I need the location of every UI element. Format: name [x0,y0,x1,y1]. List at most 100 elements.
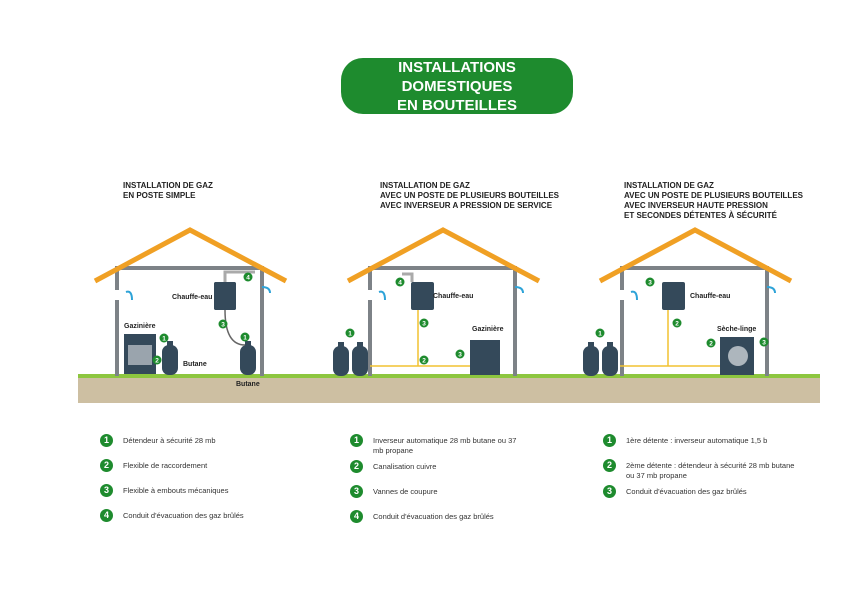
gas-bottle [602,342,618,376]
label-bottle-2: Butane [236,381,260,388]
svg-text:1: 1 [243,335,247,342]
gas-bottle [352,342,368,376]
label-heater-2: Chauffe-eau [433,293,473,300]
legend-item: 2 Canalisation cuivre [350,460,520,473]
svg-text:1: 1 [162,336,166,343]
number-badge: 1 [350,434,363,447]
svg-text:2: 2 [709,341,713,348]
number-badge: 2 [100,459,113,472]
number-badge: 3 [455,349,465,359]
main-title: INSTALLATIONS DOMESTIQUES EN BOUTEILLES [341,58,573,114]
legend-text: Inverseur automatique 28 mb butane ou 37… [373,436,517,455]
legend-item: 2 Flexible de raccordement [100,459,320,472]
gas-bottle [333,342,349,376]
house-1-title: INSTALLATION DE GAZ EN POSTE SIMPLE [123,181,213,201]
number-badge: 3 [419,318,429,328]
legend-text: Conduit d'évacuation des gaz brûlés [123,511,244,520]
house-title-line: AVEC UN POSTE DE PLUSIEURS BOUTEILLES [624,191,803,200]
house-title-line: EN POSTE SIMPLE [123,191,196,200]
legend-text: Flexible à embouts mécaniques [123,486,229,495]
air-arrow-icon [514,286,524,294]
house-2-title: INSTALLATION DE GAZ AVEC UN POSTE DE PLU… [380,181,559,211]
legend-text: Détendeur à sécurité 28 mb [123,436,216,445]
number-badge: 2 [603,459,616,472]
gas-bottle [162,341,178,375]
gas-bottle [583,342,599,376]
number-badge: 3 [350,485,363,498]
number-badge: 3 [759,337,769,347]
number-badge: 1 [345,328,355,338]
label-appliance-2: Gazinière [472,326,504,333]
svg-text:2: 2 [155,358,159,365]
legend-text: 1ère détente : inverseur automatique 1,5… [626,436,768,445]
svg-text:3: 3 [762,340,766,347]
water-heater [412,282,434,310]
number-badge: 1 [595,328,605,338]
title-line-1: INSTALLATIONS DOMESTIQUES [398,58,516,95]
house-title-line: INSTALLATION DE GAZ [380,181,470,190]
svg-text:4: 4 [398,280,402,287]
gas-stove [470,340,500,375]
ground [78,374,820,378]
house-3 [598,227,793,376]
legend-item: 4 Conduit d'évacuation des gaz brûlés [350,510,520,523]
title-line-2: EN BOUTEILLES [396,96,517,114]
legend-text: Vannes de coupure [373,487,438,496]
legend-item: 2 2ème détente : détendeur à sécurité 28 … [603,459,803,481]
house-1 [93,227,288,376]
number-badge: 3 [218,319,228,329]
legend-text: Canalisation cuivre [373,462,437,471]
house-3-title: INSTALLATION DE GAZ AVEC UN POSTE DE PLU… [624,181,803,221]
number-badge: 3 [100,484,113,497]
label-bottle-1: Butane [183,361,207,368]
svg-text:2: 2 [675,321,679,328]
house-title-line: AVEC INVERSEUR HAUTE PRESSION [624,201,768,210]
air-arrow-icon [630,290,638,301]
number-badge: 4 [350,510,363,523]
number-badge: 4 [395,277,405,287]
number-badge: 4 [243,272,253,282]
legend-text: Conduit d'évacuation des gaz brûlés [373,512,494,521]
house-title-line: AVEC UN POSTE DE PLUSIEURS BOUTEILLES [380,191,559,200]
air-arrow-icon [378,290,386,301]
label-heater-1: Chauffe-eau [172,294,212,301]
legend-text: 2ème détente : détendeur à sécurité 28 m… [626,461,795,480]
svg-text:3: 3 [422,321,426,328]
svg-text:2: 2 [422,358,426,365]
svg-text:3: 3 [458,352,462,359]
svg-text:1: 1 [348,331,352,338]
legend-text: Flexible de raccordement [123,461,208,470]
air-arrow-icon [261,286,271,294]
legend-item: 1 Inverseur automatique 28 mb butane ou 3… [350,434,520,456]
gas-bottle [240,341,256,375]
svg-text:1: 1 [598,331,602,338]
legend-2: 1 Inverseur automatique 28 mb butane ou 3… [350,434,520,531]
label-appliance-1: Gazinière [124,323,156,330]
svg-text:3: 3 [221,322,225,329]
soil [78,377,820,403]
number-badge: 4 [100,509,113,522]
house-2 [346,227,541,376]
label-heater-3: Chauffe-eau [690,293,730,300]
air-arrow-icon [766,286,776,294]
water-heater [214,282,236,310]
number-badge: 2 [419,355,429,365]
svg-text:4: 4 [246,275,250,282]
number-badge: 2 [152,355,162,365]
water-heater [662,282,684,310]
house-title-line: AVEC INVERSEUR A PRESSION DE SERVICE [380,201,553,210]
house-title-line: INSTALLATION DE GAZ [123,181,213,190]
number-badge: 1 [159,333,169,343]
label-appliance-3: Sèche-linge [717,326,756,333]
legend-item: 4 Conduit d'évacuation des gaz brûlés [100,509,320,522]
number-badge: 2 [350,460,363,473]
legend-item: 3 Vannes de coupure [350,485,520,498]
svg-text:3: 3 [648,280,652,287]
number-badge: 1 [240,332,250,342]
